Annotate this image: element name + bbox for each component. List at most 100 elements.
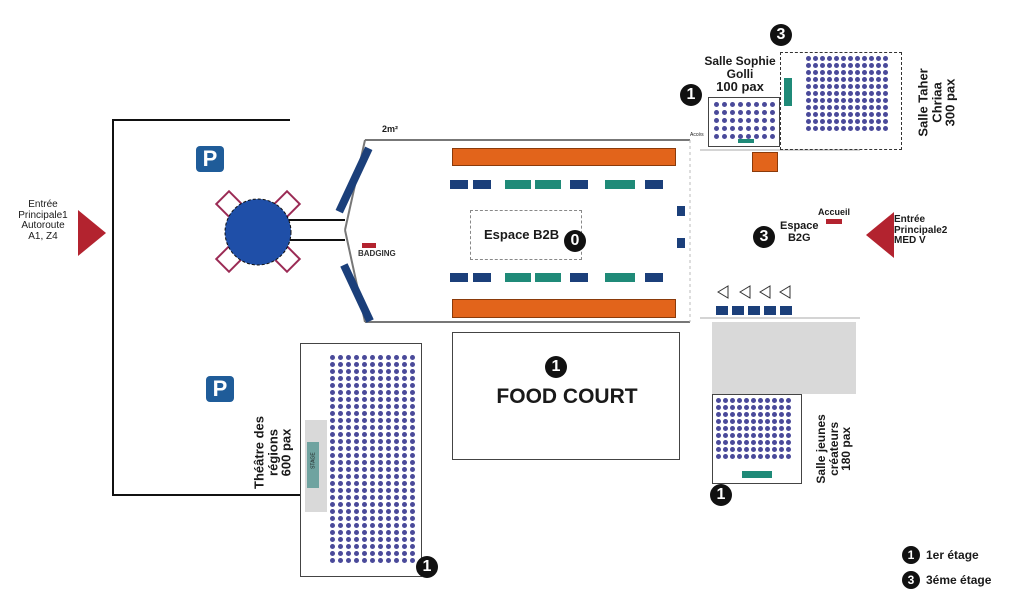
seat xyxy=(394,467,399,472)
seat xyxy=(354,453,359,458)
seat xyxy=(338,376,343,381)
seat xyxy=(827,119,832,124)
seat xyxy=(338,558,343,563)
seat xyxy=(354,418,359,423)
seat xyxy=(346,460,351,465)
seat xyxy=(378,439,383,444)
seat xyxy=(370,432,375,437)
seat xyxy=(714,118,719,123)
salle-taher-label: Salle Taher Chriaa 300 pax xyxy=(915,47,958,157)
seat xyxy=(370,390,375,395)
seat xyxy=(862,56,867,61)
seat xyxy=(354,530,359,535)
seat xyxy=(834,119,839,124)
seat xyxy=(779,440,784,445)
seat xyxy=(786,405,791,410)
seat xyxy=(410,446,415,451)
seat xyxy=(378,474,383,479)
badging-label: BADGING xyxy=(358,249,396,258)
seat xyxy=(410,432,415,437)
salle-sophie-seats xyxy=(714,102,775,139)
seat xyxy=(827,105,832,110)
seat xyxy=(762,110,767,115)
seat xyxy=(855,126,860,131)
seat xyxy=(330,516,335,521)
seat xyxy=(876,119,881,124)
theatre-floor-badge: 1 xyxy=(416,556,438,578)
seat xyxy=(354,558,359,563)
seat xyxy=(386,439,391,444)
seat xyxy=(848,84,853,89)
seat xyxy=(394,516,399,521)
seat xyxy=(786,433,791,438)
seat xyxy=(402,530,407,535)
seat xyxy=(862,84,867,89)
seat xyxy=(883,77,888,82)
seat xyxy=(862,77,867,82)
seat xyxy=(834,70,839,75)
seat xyxy=(394,404,399,409)
booth-row-bottom xyxy=(452,299,676,318)
seat xyxy=(806,105,811,110)
seat xyxy=(378,537,383,542)
seat xyxy=(386,397,391,402)
salle-taher-line1: Salle Taher xyxy=(915,68,931,137)
seat xyxy=(378,523,383,528)
seat xyxy=(410,474,415,479)
seat xyxy=(346,439,351,444)
seat xyxy=(806,63,811,68)
seat xyxy=(378,446,383,451)
seat xyxy=(402,439,407,444)
seat xyxy=(338,481,343,486)
legend-badge-1: 1 xyxy=(902,546,920,564)
seat xyxy=(378,516,383,521)
seat xyxy=(779,405,784,410)
seat xyxy=(827,84,832,89)
seat xyxy=(394,425,399,430)
seat xyxy=(862,119,867,124)
seat xyxy=(716,398,721,403)
seat xyxy=(410,530,415,535)
seat xyxy=(820,112,825,117)
seat xyxy=(765,405,770,410)
seat xyxy=(330,439,335,444)
seat xyxy=(330,376,335,381)
seat xyxy=(746,134,751,139)
salle-sophie-line2: Golli xyxy=(726,66,754,81)
seat xyxy=(744,447,749,452)
accueil-label: Accueil xyxy=(818,207,851,217)
seat xyxy=(394,418,399,423)
food-court-label: FOOD COURT xyxy=(496,385,638,408)
seat xyxy=(716,440,721,445)
seat xyxy=(394,383,399,388)
seat xyxy=(378,432,383,437)
seat xyxy=(855,56,860,61)
seat xyxy=(338,425,343,430)
seat xyxy=(738,102,743,107)
seat xyxy=(394,537,399,542)
seat xyxy=(386,516,391,521)
seat xyxy=(330,530,335,535)
seat xyxy=(330,495,335,500)
seat xyxy=(746,118,751,123)
seat xyxy=(330,551,335,556)
seat xyxy=(410,376,415,381)
seat xyxy=(402,488,407,493)
seat xyxy=(746,110,751,115)
seat xyxy=(346,390,351,395)
seat xyxy=(779,398,784,403)
seat xyxy=(338,488,343,493)
seat xyxy=(378,362,383,367)
seat xyxy=(338,355,343,360)
seat xyxy=(330,509,335,514)
seat xyxy=(813,105,818,110)
theatre-line3: 600 pax xyxy=(278,428,294,477)
seat xyxy=(394,481,399,486)
entrance-right-line1: Entrée xyxy=(894,214,926,225)
seat xyxy=(744,454,749,459)
seat xyxy=(402,376,407,381)
seat xyxy=(394,474,399,479)
entrance-right-line3: MED V xyxy=(894,235,926,246)
seat xyxy=(834,105,839,110)
seat xyxy=(813,84,818,89)
